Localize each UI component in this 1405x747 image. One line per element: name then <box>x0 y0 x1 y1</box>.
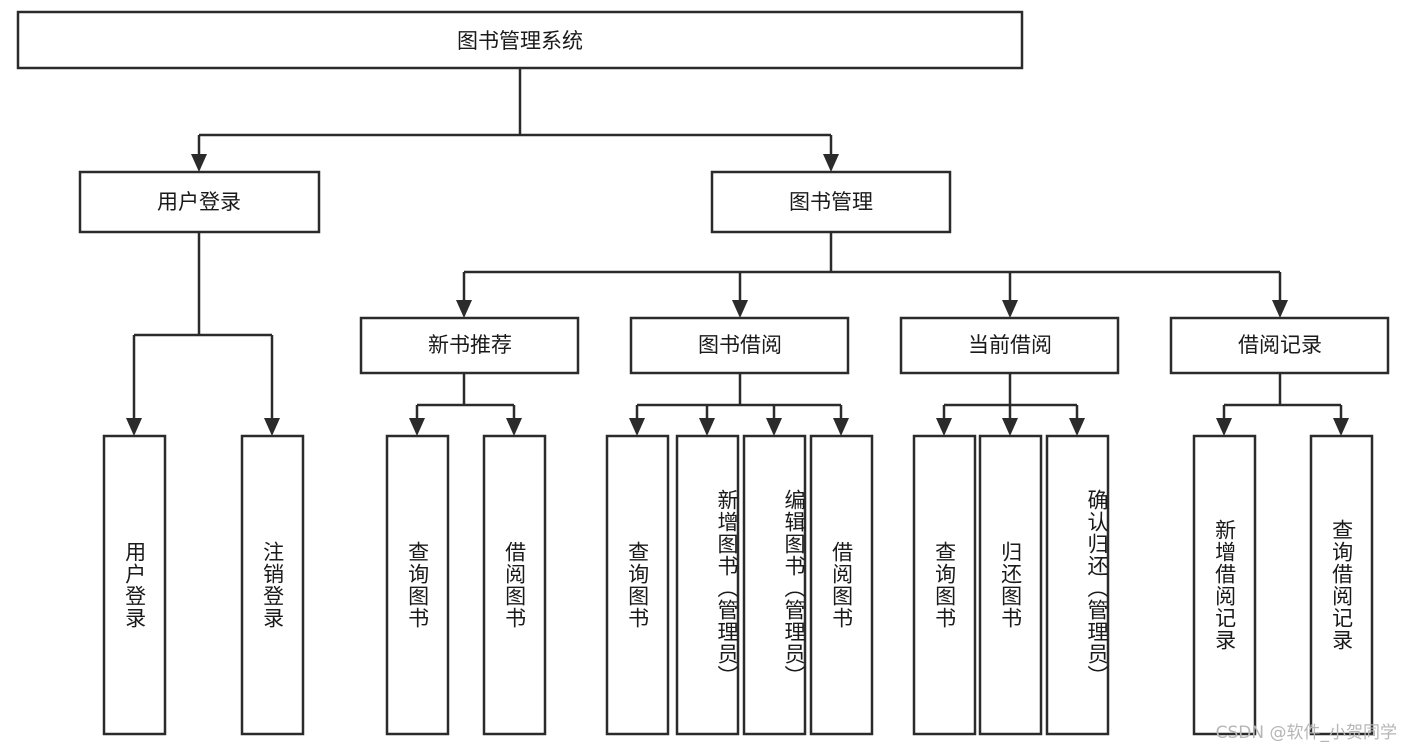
node-leaf-user-login-rect[interactable] <box>102 434 167 736</box>
connector-group-user-login <box>126 232 280 436</box>
node-leaf-edit-book-rect[interactable] <box>742 434 807 736</box>
node-leaf-query-book-2-rect[interactable] <box>605 434 670 736</box>
node-book-borrow[interactable]: 图书借阅 <box>629 316 850 375</box>
node-borrow-record-label: 借阅记录 <box>1238 333 1322 357</box>
node-leaf-add-record-rect[interactable] <box>1192 434 1257 736</box>
arrow-to-book-borrow <box>732 300 748 318</box>
node-leaf-query-book-3-rect[interactable] <box>912 434 977 736</box>
node-book-manage-rect[interactable] <box>710 170 952 234</box>
arrow-to-new-book-recommend <box>456 300 472 318</box>
connector-group-book-borrow <box>629 373 849 436</box>
arrow-to-leaf-add-record <box>1216 418 1232 436</box>
node-leaf-return-book-rect[interactable] <box>978 434 1043 736</box>
node-book-manage-label: 图书管理 <box>789 190 873 214</box>
arrow-to-leaf-edit-book <box>766 418 782 436</box>
node-user-login-label: 用户登录 <box>157 190 241 214</box>
node-leaf-add-book-rect[interactable] <box>675 434 740 736</box>
arrow-to-leaf-borrow-book-1 <box>506 418 522 436</box>
arrow-to-leaf-query-book-2 <box>629 418 645 436</box>
connector-group-book-manage <box>456 233 1288 318</box>
arrow-to-leaf-confirm-return <box>1069 418 1085 436</box>
arrow-root-to-book-manage <box>823 154 839 172</box>
connector-group-current-borrow <box>936 373 1085 436</box>
node-new-book-recommend-label: 新书推荐 <box>428 333 512 357</box>
node-leaf-borrow-book-1-rect[interactable] <box>482 434 547 736</box>
node-new-book-recommend-rect[interactable] <box>359 316 580 375</box>
arrow-to-leaf-logout-login <box>264 418 280 436</box>
arrow-to-leaf-query-book-1 <box>409 418 425 436</box>
node-new-book-recommend[interactable]: 新书推荐 <box>359 316 580 375</box>
watermark-text: CSDN @软件_小贺同学 <box>1215 723 1397 743</box>
arrow-to-leaf-user-login <box>126 418 142 436</box>
node-leaf-logout-login-rect[interactable] <box>240 434 305 736</box>
arrow-to-leaf-return-book <box>1002 418 1018 436</box>
node-root[interactable]: 图书管理系统 <box>16 10 1024 70</box>
connector-group-new-book-recommend <box>409 373 522 436</box>
arrow-root-to-user-login <box>191 154 207 172</box>
node-root-label: 图书管理系统 <box>457 29 583 53</box>
node-borrow-record-rect[interactable] <box>1169 316 1390 375</box>
node-user-login-rect[interactable] <box>78 170 321 234</box>
arrow-to-borrow-record <box>1272 300 1288 318</box>
node-current-borrow-label: 当前借阅 <box>968 333 1052 357</box>
connector-group-root <box>191 68 839 172</box>
arrow-to-current-borrow <box>1002 300 1018 318</box>
node-leaf-query-book-1-rect[interactable] <box>385 434 450 736</box>
node-root-rect[interactable] <box>16 10 1024 70</box>
node-book-manage[interactable]: 图书管理 <box>710 170 952 234</box>
arrow-to-leaf-add-book <box>699 418 715 436</box>
node-current-borrow-rect[interactable] <box>899 316 1120 375</box>
node-user-login[interactable]: 用户登录 <box>78 170 321 234</box>
node-leaf-confirm-return-rect[interactable] <box>1045 434 1110 736</box>
node-leaf-borrow-book-2-rect[interactable] <box>809 434 874 736</box>
arrow-to-leaf-borrow-book-2 <box>833 418 849 436</box>
connector-group-borrow-record <box>1216 373 1349 436</box>
node-book-borrow-label: 图书借阅 <box>698 333 782 357</box>
arrow-to-leaf-query-book-3 <box>936 418 952 436</box>
node-borrow-record[interactable]: 借阅记录 <box>1169 316 1390 375</box>
arrow-to-leaf-query-record <box>1333 418 1349 436</box>
node-leaf-query-record-rect[interactable] <box>1309 434 1374 736</box>
node-current-borrow[interactable]: 当前借阅 <box>899 316 1120 375</box>
node-book-borrow-rect[interactable] <box>629 316 850 375</box>
